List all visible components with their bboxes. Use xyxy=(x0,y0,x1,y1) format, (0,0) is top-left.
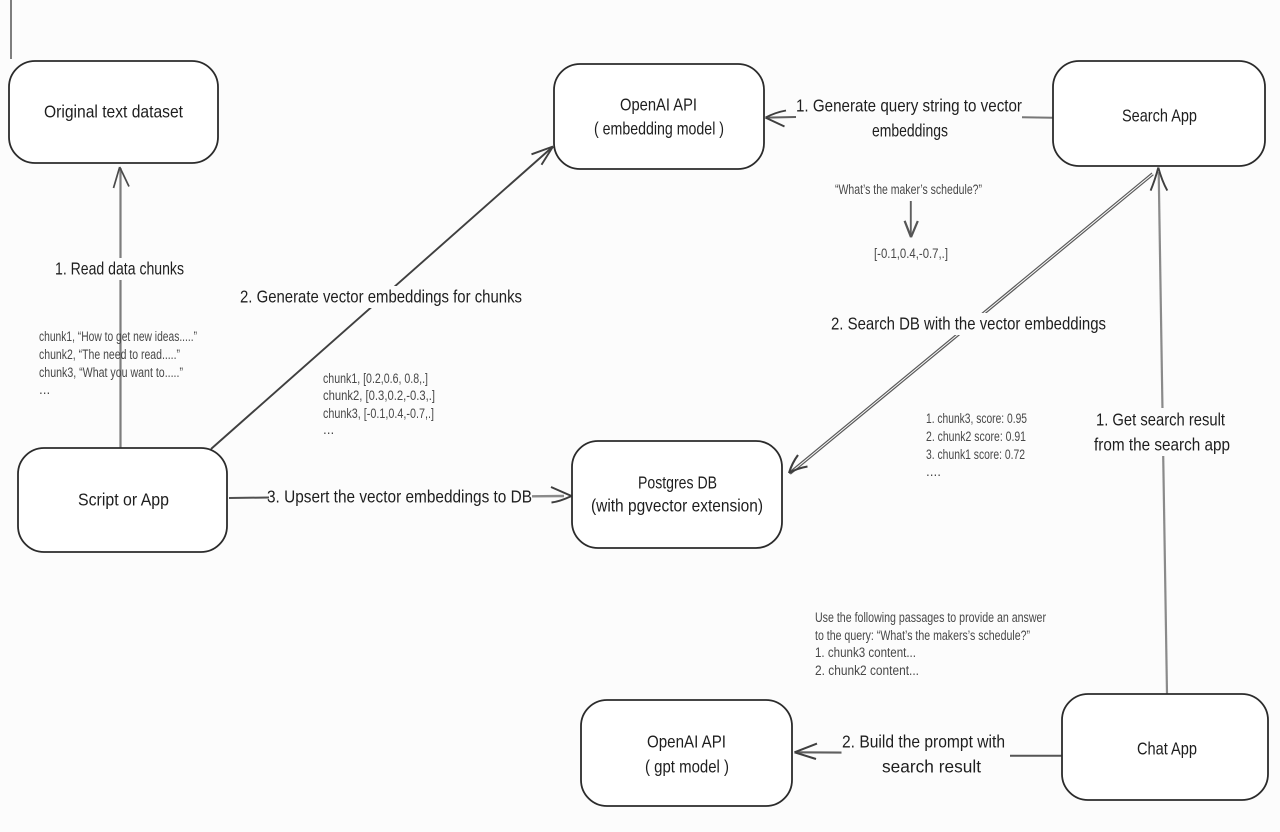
svg-text:OpenAI API: OpenAI API xyxy=(647,732,726,752)
svg-text:to the query: “What’s the make: to the query: “What’s the makers’s sched… xyxy=(815,628,1030,643)
svg-text:chunk3, [-0.1,0.4,-0.7,.]: chunk3, [-0.1,0.4,-0.7,.] xyxy=(323,406,434,421)
svg-text:...: ... xyxy=(39,382,50,397)
svg-text:search result: search result xyxy=(882,757,981,777)
svg-text:3. Upsert the vector embedding: 3. Upsert the vector embeddings to DB xyxy=(267,487,532,507)
svg-text:1. chunk3 content...: 1. chunk3 content... xyxy=(815,645,916,660)
svg-text:(with pgvector extension): (with pgvector extension) xyxy=(591,496,763,516)
svg-text:chunk3, “What you want to.....: chunk3, “What you want to.....” xyxy=(39,365,183,380)
svg-text:“What’s the maker’s schedule?”: “What’s the maker’s schedule?” xyxy=(835,182,982,197)
svg-text:2. Build the prompt with: 2. Build the prompt with xyxy=(842,732,1005,752)
svg-text:Original text dataset: Original text dataset xyxy=(44,102,183,122)
svg-text:chunk2, “The need to read.....: chunk2, “The need to read.....” xyxy=(39,347,180,362)
svg-text:2. Search DB with the vector e: 2. Search DB with the vector embeddings xyxy=(831,314,1106,334)
svg-text:Search App: Search App xyxy=(1122,106,1197,126)
svg-text:( gpt model ): ( gpt model ) xyxy=(645,757,729,777)
svg-text:( embedding model ): ( embedding model ) xyxy=(594,119,724,139)
svg-text:chunk2, [0.3,0.2,-0.3,.]: chunk2, [0.3,0.2,-0.3,.] xyxy=(323,388,435,403)
svg-text:1. Read data chunks: 1. Read data chunks xyxy=(55,259,184,279)
svg-text:embeddings: embeddings xyxy=(872,121,948,141)
svg-text:1. Generate query string to ve: 1. Generate query string to vector xyxy=(796,96,1022,116)
svg-text:Postgres DB: Postgres DB xyxy=(638,473,717,493)
svg-text:Script or App: Script or App xyxy=(78,490,169,510)
svg-text:from the search app: from the search app xyxy=(1094,435,1230,455)
svg-text:[-0.1,0.4,-0.7,.]: [-0.1,0.4,-0.7,.] xyxy=(874,246,948,261)
svg-text:chunk1, “How to get new ideas.: chunk1, “How to get new ideas.....” xyxy=(39,329,197,344)
svg-text:2. chunk2 score: 0.91: 2. chunk2 score: 0.91 xyxy=(926,429,1026,444)
svg-text:3. chunk1 score: 0.72: 3. chunk1 score: 0.72 xyxy=(926,447,1025,462)
svg-text:OpenAI API: OpenAI API xyxy=(620,95,697,115)
svg-text:Use the following passages to: Use the following passages to provide an… xyxy=(815,610,1046,625)
svg-text:1. Get search result: 1. Get search result xyxy=(1096,410,1225,430)
svg-text:2. chunk2 content...: 2. chunk2 content... xyxy=(815,663,919,678)
svg-text:1. chunk3, score: 0.95: 1. chunk3, score: 0.95 xyxy=(926,411,1027,426)
svg-text:Chat App: Chat App xyxy=(1137,739,1197,759)
svg-text:...: ... xyxy=(323,422,334,437)
svg-text:2. Generate vector embeddings: 2. Generate vector embeddings for chunks xyxy=(240,287,522,307)
svg-text:chunk1, [0.2,0.6, 0.8,.]: chunk1, [0.2,0.6, 0.8,.] xyxy=(323,371,428,386)
svg-text:....: .... xyxy=(926,464,941,479)
